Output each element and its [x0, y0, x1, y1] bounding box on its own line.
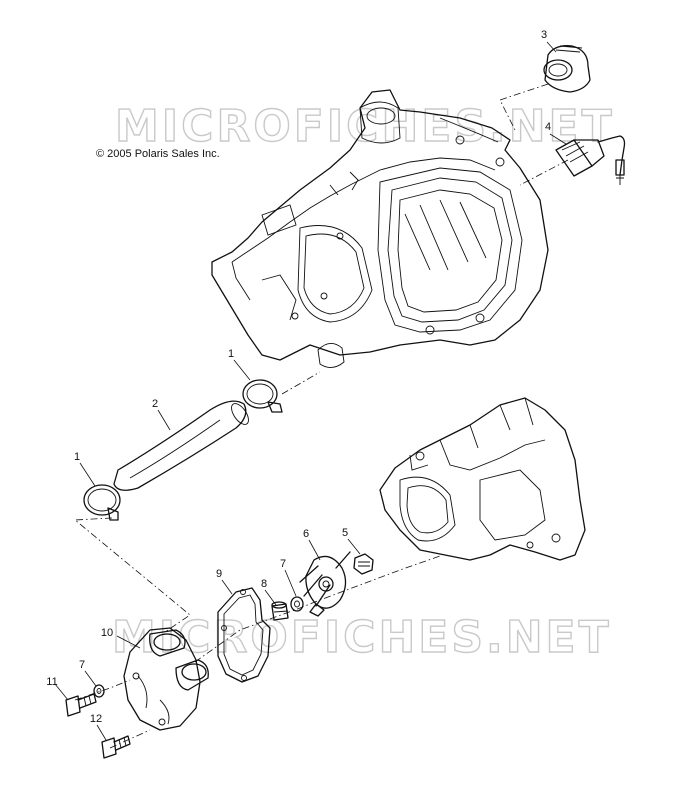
callout-11: 11 — [46, 676, 57, 688]
callout-9: 9 — [216, 568, 222, 580]
callout-7-upper: 7 — [280, 558, 286, 570]
callout-4: 4 — [545, 121, 551, 133]
callout-6: 6 — [303, 528, 309, 540]
callout-1-lower: 1 — [74, 451, 80, 463]
part-3-thermostat-cap — [543, 45, 591, 93]
callout-7-lower: 7 — [79, 659, 85, 671]
part-9-gasket — [217, 587, 271, 683]
part-7-washer-upper — [290, 596, 304, 612]
part-10-pump-cover — [123, 627, 209, 731]
part-4-temp-sensor — [555, 135, 626, 185]
callout-1-upper: 1 — [228, 348, 234, 360]
callout-12: 12 — [90, 713, 102, 725]
copyright-notice: © 2005 Polaris Sales Inc. — [96, 148, 220, 160]
cylinder-head — [211, 89, 549, 368]
part-7-washer-lower — [93, 684, 105, 698]
part-5-nut — [353, 553, 374, 575]
callout-2: 2 — [152, 398, 158, 410]
callout-5: 5 — [342, 527, 348, 539]
watermark-bottom: MICROFICHES.NET — [112, 612, 612, 663]
callout-labels: 3 4 1 2 1 5 6 7 8 9 10 7 11 12 — [46, 29, 551, 725]
callout-3: 3 — [541, 29, 547, 41]
assembly-lines — [73, 83, 569, 749]
part-8-seal — [271, 601, 289, 621]
callout-8: 8 — [261, 578, 267, 590]
leader-lines — [54, 41, 567, 741]
part-1-clamp-lower — [83, 484, 121, 521]
part-2-hose — [113, 400, 249, 491]
part-12-bolt — [101, 735, 131, 759]
crankcase — [379, 397, 586, 561]
part-6-impeller — [299, 551, 351, 617]
watermark-top: MICROFICHES.NET — [115, 101, 615, 152]
callout-10: 10 — [101, 627, 113, 639]
part-1-clamp-upper — [242, 379, 283, 413]
part-11-bolt — [65, 693, 97, 717]
